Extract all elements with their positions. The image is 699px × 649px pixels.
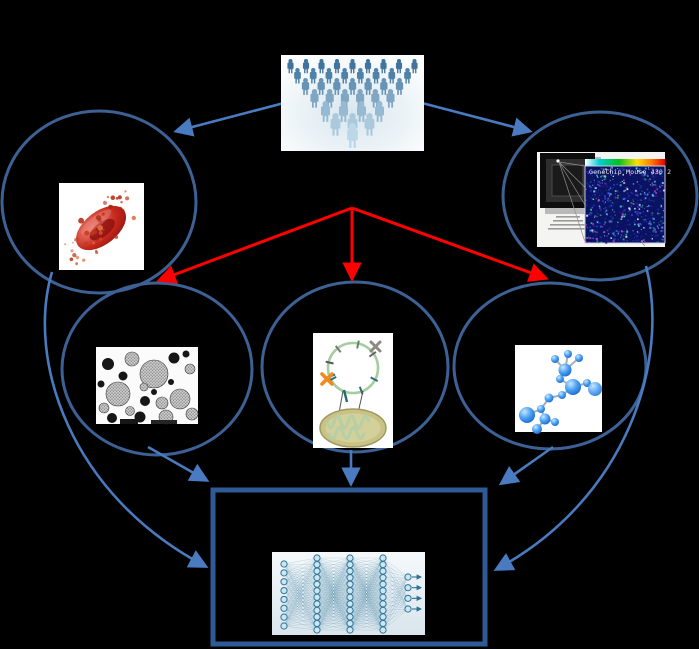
red-blood-cell-image — [59, 183, 144, 270]
arrow-population-to-blood — [177, 103, 284, 131]
population-crowd-image — [281, 55, 424, 151]
mitochondrion — [320, 409, 386, 447]
mitochondrial-dna-image — [313, 333, 393, 448]
rainbow-scale — [585, 159, 665, 166]
cell-microscopy-image — [96, 347, 198, 424]
genechip-label: GeneChip Mouse 430 2 — [589, 168, 671, 176]
genechip-microarray-image: GeneChip Mouse 430 2 — [537, 152, 671, 247]
arrow-red-to-molecule — [352, 208, 545, 278]
arrow-molecule-to-output — [502, 447, 553, 483]
arrow-population-to-microarray — [422, 103, 529, 131]
arrow-red-to-microscopy — [160, 208, 352, 280]
molecule-3d-image — [515, 345, 602, 434]
neural-network-image — [272, 552, 425, 635]
